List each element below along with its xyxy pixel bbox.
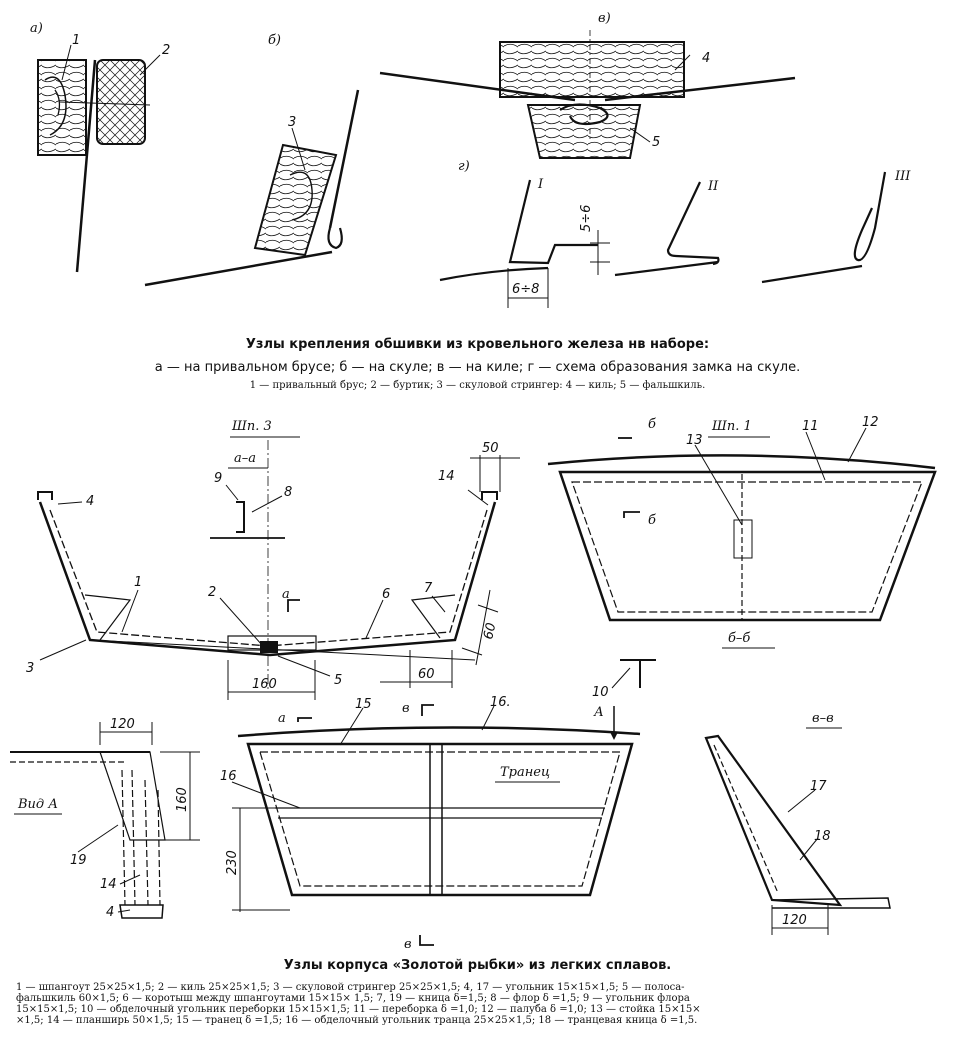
callout-6-frame: 6 — [382, 587, 390, 602]
variant-III: III — [894, 169, 911, 184]
top-figure-legend: 1 — привальный брус; 2 — буртик; 3 — ску… — [249, 380, 706, 391]
gunwale-beam — [37, 59, 87, 156]
false-keel — [526, 104, 642, 159]
callout-4-view-a: 4 — [106, 905, 114, 920]
dim-120-section-vv: 120 — [782, 913, 807, 928]
dim-160-view-a: 160 — [175, 787, 190, 812]
label-frame-1: Шп. 1 — [711, 419, 752, 434]
marker-view-a: А — [593, 705, 604, 720]
dim-6-8: 6÷8 — [512, 282, 539, 297]
marker-b-mid: б — [648, 513, 656, 528]
callout-1-frame: 1 — [134, 575, 142, 590]
transom-knee — [704, 734, 843, 907]
marker-a-transom: а — [278, 711, 286, 726]
bulkhead-outline — [558, 470, 937, 622]
dim-5-6: 5÷6 — [579, 205, 594, 232]
top-figure-title: Узлы крепления обшивки из кровельного же… — [245, 337, 710, 352]
marker-v-bottom: в — [404, 937, 412, 952]
callout-12: 12 — [862, 415, 879, 430]
panel-letter-v: в) — [598, 11, 611, 26]
legend-line: фальшкиль 60×1,5; 6 — коротыш между шпан… — [16, 993, 690, 1004]
top-figure-subtitle: а — на привальном брусе; б — на скуле; в… — [154, 360, 801, 375]
callout-4: 4 — [702, 51, 710, 66]
variant-II: II — [707, 179, 719, 194]
panel-b-chine-node: б) 3 — [144, 33, 360, 287]
skin-side-b — [328, 89, 360, 229]
legend-line: 15×15×1,5; 10 — обделочный угольник пере… — [16, 1004, 701, 1015]
rubbing-strip — [96, 59, 146, 145]
keel-beam — [499, 41, 685, 98]
callout-2: 2 — [162, 43, 170, 58]
callout-11: 11 — [802, 419, 819, 434]
bottom-figure-legend: 1 — шпангоут 25×25×1,5; 2 — киль 25×25×1… — [16, 982, 941, 1026]
panel-a-gunwale-node: а) 1 2 — [30, 21, 170, 273]
keel-profile — [260, 641, 278, 653]
marker-a-frame: а — [282, 587, 290, 602]
callout-9: 9 — [214, 471, 222, 486]
lock-variant-2 — [666, 181, 720, 266]
callout-5-frame: 5 — [334, 673, 342, 688]
callout-16-top: 16. — [490, 695, 511, 710]
transom-deck — [237, 726, 641, 738]
frame-section-3: Шп. 3 а–а 9 8 4 1 3 2 5 6 7 — [26, 419, 520, 700]
deck-line — [547, 454, 936, 470]
marker-v-top: в — [402, 701, 410, 716]
dim-60-vertical: 60 — [481, 622, 499, 641]
transom-outline — [246, 742, 634, 897]
callout-14-view-a: 14 — [100, 877, 117, 892]
callout-17: 17 — [810, 779, 827, 794]
bottom-figure-title: Узлы корпуса «Золотой рыбки» из легких с… — [283, 958, 672, 973]
view-a: Вид А 120 160 19 14 4 — [10, 717, 200, 920]
callout-5: 5 — [652, 135, 660, 150]
dim-60-horizontal: 60 — [418, 667, 435, 682]
callout-18: 18 — [814, 829, 831, 844]
variant-I: I — [537, 177, 544, 192]
callout-2-frame: 2 — [208, 585, 216, 600]
skin-left-v — [379, 71, 576, 102]
panel-letter-g: г) — [458, 159, 470, 174]
callout-19: 19 — [70, 853, 87, 868]
frame-outline — [38, 501, 497, 657]
label-view-a: Вид А — [17, 797, 58, 812]
dim-120-view-a: 120 — [110, 717, 135, 732]
marker-b-top: б — [648, 417, 656, 432]
skin-right-v — [604, 76, 796, 102]
callout-14-frame: 14 — [438, 469, 455, 484]
callout-8: 8 — [284, 485, 292, 500]
panel-v-keel-node: в) 4 5 — [379, 11, 796, 159]
bulkhead-frame-1: Шп. 1 б б 13 11 12 б–б 10 — [547, 415, 937, 700]
callout-15: 15 — [355, 697, 372, 712]
label-frame-3: Шп. 3 — [231, 419, 272, 434]
label-transom: Транец — [500, 765, 550, 780]
section-vv: в–в 17 18 120 — [704, 711, 891, 935]
callout-1: 1 — [72, 33, 80, 48]
dim-160-frame: 160 — [252, 677, 277, 692]
dim-230: 230 — [225, 850, 240, 875]
chine-stringer — [253, 143, 338, 257]
skin-bottom-b — [144, 250, 333, 287]
callout-3-frame: 3 — [26, 661, 34, 676]
lock-variant-1 — [508, 179, 598, 265]
legend-line: ×1,5; 14 — планширь 50×1,5; 15 — транец … — [16, 1015, 698, 1026]
panel-g-lock-scheme: г) I 5÷6 6÷8 II III — [439, 159, 911, 308]
callout-10: 10 — [592, 685, 609, 700]
label-section-aa: а–а — [234, 451, 256, 466]
callout-7-frame: 7 — [424, 581, 433, 596]
callout-16-mid: 16 — [220, 769, 237, 784]
panel-letter-a: а) — [30, 21, 43, 36]
dim-50: 50 — [482, 441, 499, 456]
label-section-vv: в–в — [812, 711, 834, 726]
skin-sheet-a — [75, 59, 97, 273]
legend-line: 1 — шпангоут 25×25×1,5; 2 — киль 25×25×1… — [16, 982, 685, 993]
callout-3: 3 — [288, 115, 296, 130]
transom: Транец 15 16. 16 а в в А 230 — [220, 695, 641, 952]
panel-letter-b: б) — [268, 33, 281, 48]
lock-variant-3 — [853, 171, 887, 262]
callout-4-frame: 4 — [86, 494, 94, 509]
callout-13: 13 — [686, 433, 703, 448]
label-section-bb: б–б — [728, 631, 750, 646]
